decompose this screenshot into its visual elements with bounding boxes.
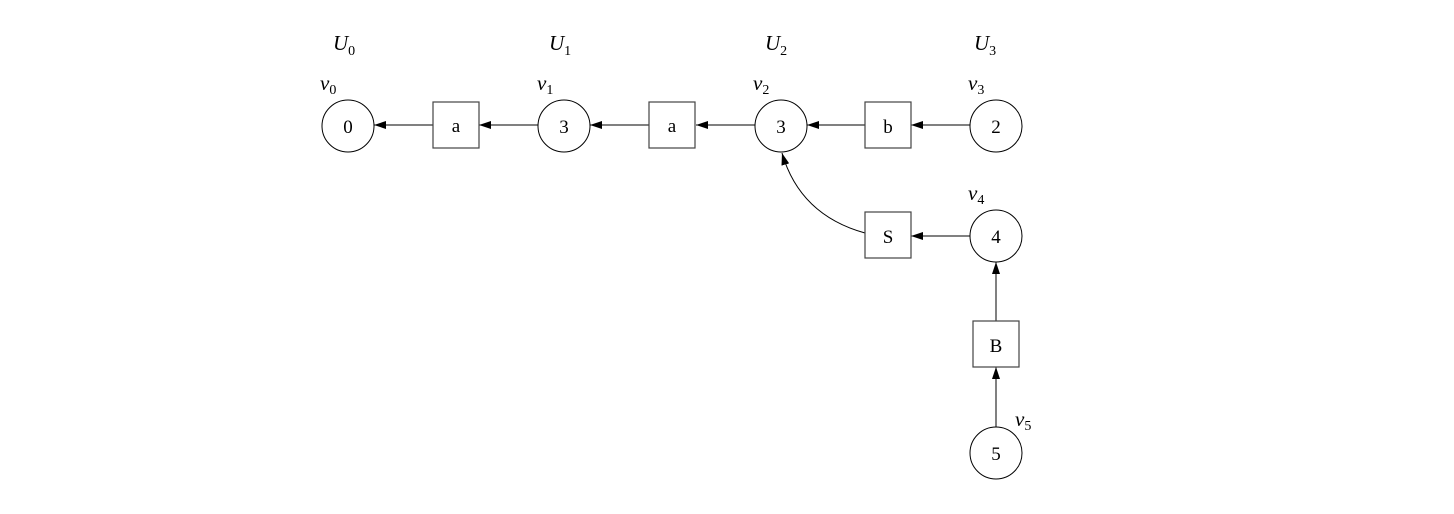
- action-node-B: B: [972, 320, 1020, 368]
- state-circle: [969, 209, 1023, 263]
- action-box: [864, 101, 912, 149]
- action-box: [864, 211, 912, 259]
- node-value: S: [883, 227, 894, 248]
- state-node-v1: 3: [537, 99, 591, 153]
- node-value: a: [668, 116, 677, 137]
- state-circle: [321, 99, 375, 153]
- node-value: 3: [776, 117, 786, 138]
- action-node-S: S: [864, 211, 912, 259]
- state-circle: [969, 426, 1023, 480]
- state-circle: [754, 99, 808, 153]
- group-label-U3: U3: [974, 31, 996, 59]
- state-circle: [537, 99, 591, 153]
- node-value: B: [990, 336, 1003, 357]
- node-label-v0: v0: [320, 71, 336, 98]
- node-label-v4: v4: [968, 181, 984, 208]
- state-node-v3: 2: [969, 99, 1023, 153]
- action-box: [432, 101, 480, 149]
- action-node-a1: a: [432, 101, 480, 149]
- node-value: a: [452, 116, 461, 137]
- action-node-b: b: [864, 101, 912, 149]
- action-node-a2: a: [648, 101, 696, 149]
- group-label-U0: U0: [333, 31, 355, 59]
- node-label-v1: v1: [537, 71, 553, 98]
- state-node-v0: 0: [321, 99, 375, 153]
- node-value: 5: [991, 444, 1001, 465]
- group-label-U1: U1: [549, 31, 571, 59]
- node-label-v3: v3: [968, 71, 984, 98]
- group-label-U2: U2: [765, 31, 787, 59]
- node-value: 3: [559, 117, 569, 138]
- edge-S-to-v2: [781, 152, 866, 234]
- state-circle: [969, 99, 1023, 153]
- node-value: 4: [991, 227, 1001, 248]
- action-box: [972, 320, 1020, 368]
- node-label-v2: v2: [753, 71, 769, 98]
- node-value: 0: [343, 117, 353, 138]
- action-box: [648, 101, 696, 149]
- node-value: 2: [991, 117, 1001, 138]
- state-node-v2: 3: [754, 99, 808, 153]
- node-value: b: [883, 117, 893, 138]
- state-node-v5: 5: [969, 426, 1023, 480]
- node-label-v5: v5: [1015, 407, 1031, 434]
- state-node-v4: 4: [969, 209, 1023, 263]
